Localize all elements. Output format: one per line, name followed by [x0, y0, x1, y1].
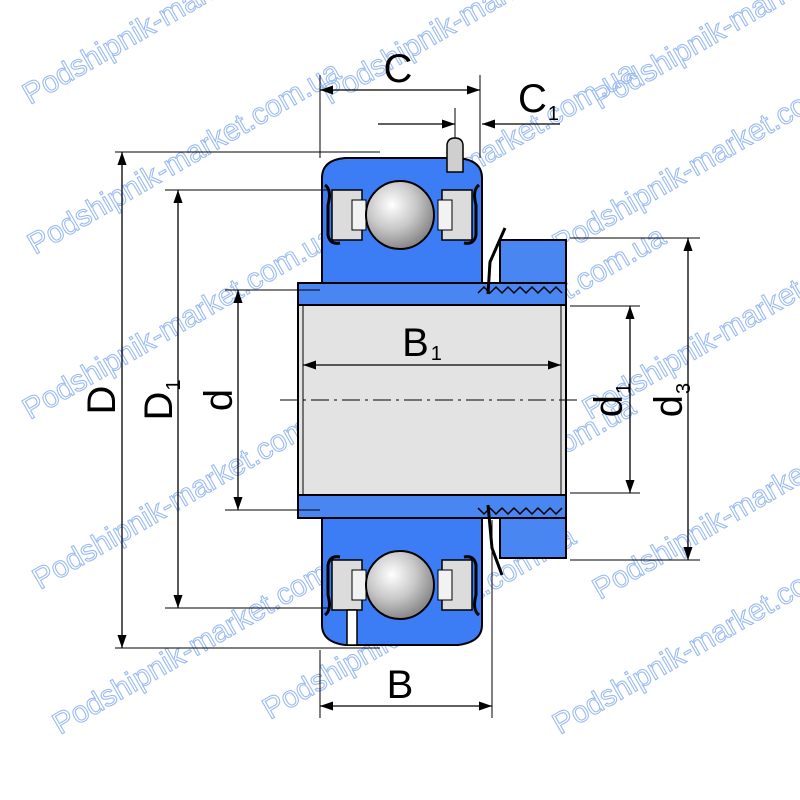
bearing-upper-section	[321, 137, 483, 286]
sleeve-upper	[297, 282, 567, 306]
adapter-sleeve	[297, 227, 567, 576]
watermark-text: Podshipnik-market.com.ua	[547, 535, 800, 741]
set-screw	[446, 137, 464, 173]
seal-lip-left-lower	[324, 555, 341, 617]
lock-washer-upper	[486, 227, 507, 295]
label-d3: d3	[647, 383, 695, 417]
label-D1: D1	[137, 379, 185, 420]
label-B: B	[387, 663, 414, 707]
ball-lower	[365, 550, 435, 620]
seal-lip-right-upper	[463, 183, 480, 245]
bore-area	[297, 304, 567, 496]
label-C: C	[384, 47, 413, 91]
sleeve-thread-lower	[477, 506, 563, 516]
sleeve-thread-upper	[477, 285, 563, 295]
seal-lip-right-lower	[463, 555, 480, 617]
label-D: D	[80, 386, 124, 415]
lube-groove	[346, 609, 358, 646]
label-d: d	[197, 389, 241, 411]
cage-left-upper	[351, 199, 367, 231]
seal-lip-left-upper	[324, 183, 341, 245]
sleeve-lower	[297, 494, 567, 519]
ball-upper	[365, 180, 435, 250]
label-d1: d1	[587, 383, 635, 417]
cage-left-lower	[351, 569, 367, 601]
dimension-lines	[117, 85, 693, 711]
label-C1: C1	[518, 77, 559, 125]
cage-right-lower	[437, 569, 453, 601]
extension-lines	[115, 75, 700, 718]
bearing-lower-section	[321, 517, 483, 646]
cage-right-upper	[437, 199, 453, 231]
